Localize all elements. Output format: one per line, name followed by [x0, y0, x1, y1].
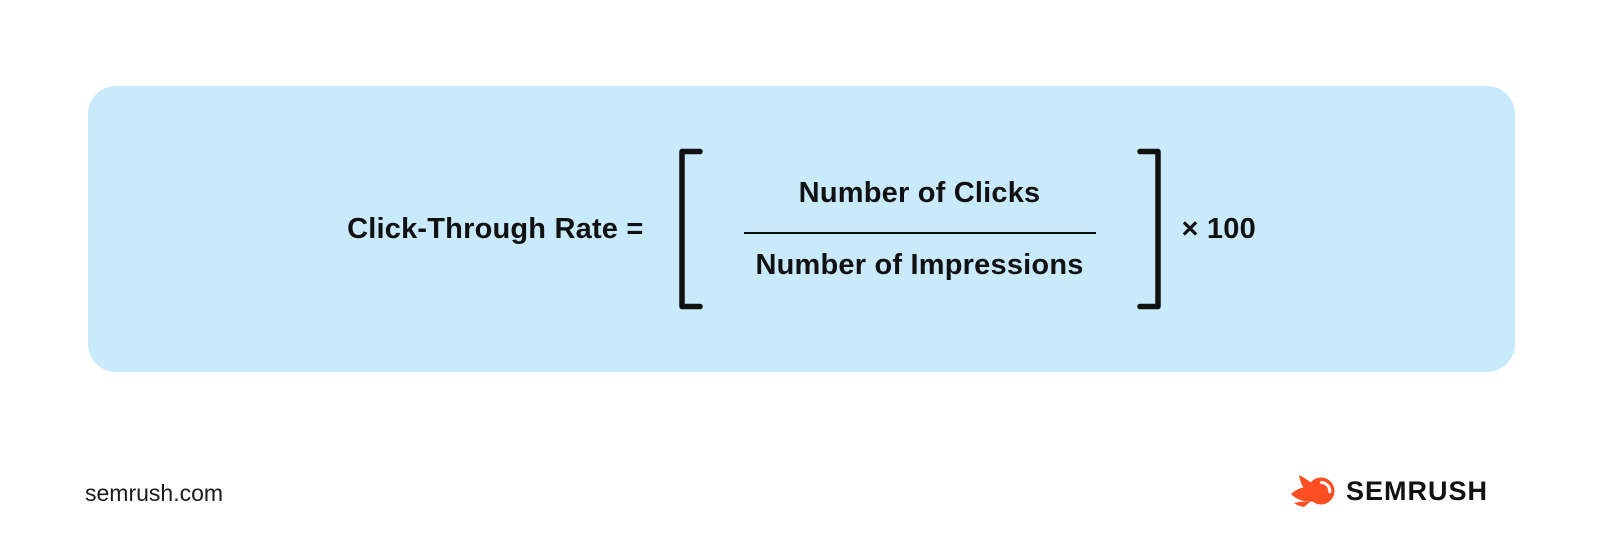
fraction-denominator: Number of Impressions [755, 249, 1084, 281]
ctr-formula: Click-Through Rate = Number of Clicks Nu… [347, 148, 1256, 310]
brand-name: SEMRUSH [1345, 475, 1488, 506]
formula-panel: Click-Through Rate = Number of Clicks Nu… [88, 86, 1515, 372]
fraction: Number of Clicks Number of Impressions [743, 176, 1096, 282]
fraction-line [743, 232, 1096, 234]
left-bracket [678, 148, 703, 310]
semrush-flame-ball-icon [1290, 475, 1335, 507]
formula-label: Click-Through Rate = [347, 212, 644, 245]
formula-multiplier: × 100 [1181, 212, 1256, 245]
website-url: semrush.com [85, 480, 224, 506]
semrush-logo: SEMRUSH [1290, 471, 1488, 511]
fraction-numerator: Number of Clicks [798, 177, 1041, 209]
right-bracket [1136, 148, 1161, 310]
